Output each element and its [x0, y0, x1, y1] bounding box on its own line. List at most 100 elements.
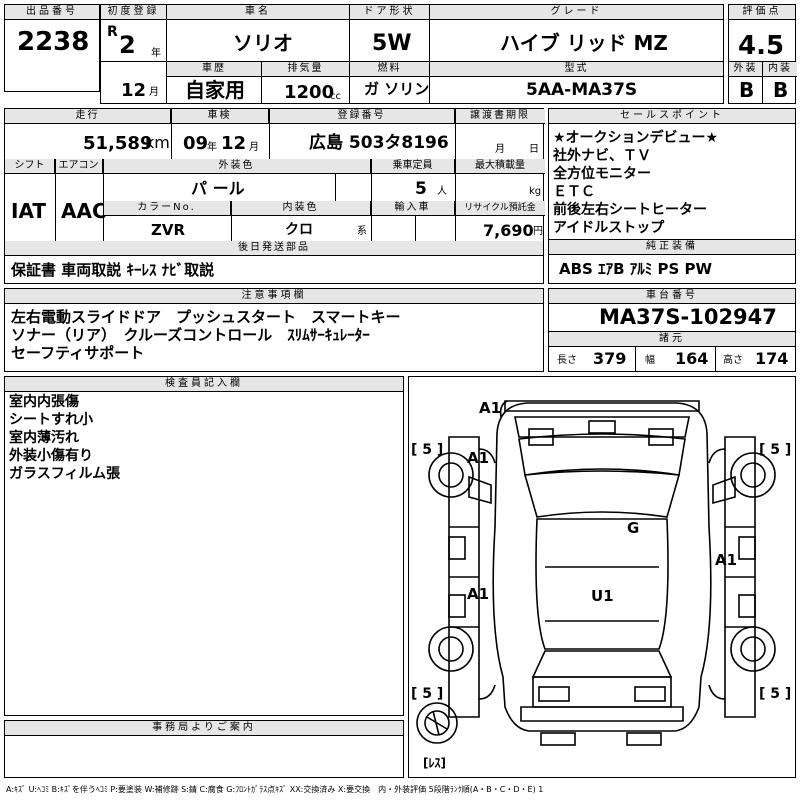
cc-label: 排気量 [262, 62, 349, 77]
transfer-month-unit: 月 [495, 144, 505, 155]
recycle-fee: 7,690 [483, 221, 534, 240]
colorno-label: カラーNo. [103, 201, 231, 216]
length-label: 長さ [557, 355, 577, 366]
damage-mark: A1 [467, 585, 490, 603]
score-box: 評価点 4.5 [728, 4, 796, 62]
notes: 左右電動スライドドア プッシュスタート スマートキー ソナー（リア） クルーズコ… [11, 308, 401, 362]
shift: IAT [11, 199, 47, 223]
fuel-label: 燃料 [350, 62, 429, 77]
inspect-month: 12 [221, 133, 247, 154]
equipment-label: 純正装備 [549, 240, 795, 255]
ext-int-box: 外装 内装 B B [728, 62, 797, 104]
office-box: 事務局よりご案内 [4, 720, 404, 778]
office-label: 事務局よりご案内 [5, 721, 403, 736]
tire-front-left: [ 5 ] [411, 442, 444, 458]
lot-box: 出品番号 2238 [4, 4, 100, 92]
transfer-day-unit: 日 [529, 144, 539, 155]
intcolor-label: 内装色 [231, 201, 371, 216]
notes-label: 注意事項欄 [5, 289, 543, 304]
inspect-year: 09 [183, 133, 209, 154]
capacity-label: 乗車定員 [371, 159, 455, 174]
width: 164 [675, 349, 709, 368]
shift-label: シフト [5, 159, 55, 174]
damage-mark: G [627, 519, 640, 537]
first-reg-box: 初度登録 R 2 年 [100, 4, 166, 62]
ext-int-divider [762, 62, 763, 103]
chassis-number: MA37S-102947 [599, 305, 777, 329]
cc-unit: cc [330, 91, 341, 102]
inspector-notes: 室内内張傷 シートすれ小 室内薄汚れ 外装小傷有り ガラスフィルム張 [9, 393, 120, 483]
inspector-line: シートすれ小 [9, 412, 93, 428]
equipment-box: 純正装備 ABS ｴｱB ｱﾙﾐ PS PW [548, 240, 796, 284]
ac-label: エアコン [55, 159, 103, 174]
history-box: 車歴 自家用 [166, 62, 262, 104]
first-reg-label: 初度登録 [101, 5, 166, 20]
later-parts-label: 後日発送部品 [5, 241, 543, 256]
inspector-line: 室内内張傷 [9, 394, 79, 410]
lot-label: 出品番号 [5, 5, 99, 20]
interior-color: クロ [285, 222, 313, 238]
mileage-label: 走行 [5, 109, 171, 124]
plate: 広島 503タ8196 [309, 133, 449, 153]
chassis-label: 車台番号 [549, 289, 795, 304]
reg-month-box: 12 月 [100, 62, 166, 104]
car-name-box: 車名 ソリオ [166, 4, 350, 62]
sales-point-item: ★オークションデビュー★ [553, 130, 719, 146]
dimensions-box: 諸元 長さ 379 幅 164 高さ 174 [548, 332, 796, 372]
import-label: 輸入車 [371, 201, 455, 216]
score-label: 評価点 [729, 5, 795, 20]
sales-point-item: 社外ナビ、ＴＶ [553, 148, 651, 164]
damage-mark: A1 [715, 551, 738, 569]
inspector-line: 外装小傷有り [9, 448, 93, 464]
color-number: ZVR [151, 221, 186, 239]
damage-mark: A1 [467, 449, 490, 467]
reg-year-unit: 年 [151, 48, 161, 59]
reg-era: R [107, 24, 118, 40]
grade-label: グレード [430, 5, 723, 20]
sales-point-label: セールスポイント [549, 109, 795, 124]
reg-year: 2 [119, 31, 136, 59]
grade: ハイブ リッド MZ [500, 31, 668, 55]
inspect-label: 車検 [171, 109, 269, 124]
door-label: ドア形状 [350, 5, 429, 20]
height-label: 高さ [723, 355, 743, 366]
tire-rear-left: [ 5 ] [411, 686, 444, 702]
car-outline [416, 400, 776, 746]
sales-point-item: アイドルストップ [553, 220, 665, 236]
capacity: 5 [415, 179, 427, 199]
capacity-unit: 人 [437, 186, 447, 197]
reg-month: 12 [121, 80, 147, 101]
inspector-label: 検査員記入欄 [5, 377, 403, 392]
sales-point-box: セールスポイント ★オークションデビュー★ 社外ナビ、ＴＶ 全方位モニター ＥＴ… [548, 108, 796, 240]
sales-point-item: 前後左右シートヒーター [553, 202, 707, 218]
note-line: ソナー（リア） クルーズコントロール ｽﾘﾑｻｰｷｭﾚｰﾀｰ [11, 326, 370, 344]
aircon: AAC [61, 199, 107, 223]
sales-point-item: ＥＴＣ [553, 184, 595, 200]
lot-number: 2238 [17, 27, 90, 57]
notes-box: 注意事項欄 左右電動スライドドア プッシュスタート スマートキー ソナー（リア）… [4, 288, 544, 372]
length: 379 [593, 349, 627, 368]
later-parts: 保証書 車両取説 ｷｰﾚｽ ﾅﾋﾞ取説 [11, 261, 215, 279]
fuel: ガ ソリン [364, 80, 430, 98]
spare-tire-label: [ﾚｽ] [423, 756, 446, 770]
inspector-box: 検査員記入欄 室内内張傷 シートすれ小 室内薄汚れ 外装小傷有り ガラスフィルム… [4, 376, 404, 716]
damage-legend: A:ｷｽﾞ U:ﾍｺﾐ B:ｷｽﾞを伴うﾍｺﾐ P:要塗装 W:補修跡 S:錆 … [6, 785, 544, 794]
ext-grade: B [739, 78, 755, 102]
spec-panel: 走行 車検 登録番号 譲渡書期限 51,589 km 09 年 12 月 広島 … [4, 108, 545, 284]
sales-point-item: 全方位モニター [553, 166, 651, 182]
width-label: 幅 [645, 355, 655, 366]
displacement: 1200 [284, 82, 335, 103]
history-label: 車歴 [167, 62, 261, 77]
model-label: 型式 [430, 62, 723, 77]
color-label: 外装色 [103, 159, 371, 174]
tire-rear-right: [ 5 ] [759, 686, 792, 702]
door-type: 5W [372, 31, 412, 56]
intcolor-unit: 系 [357, 226, 367, 237]
equipment: ABS ｴｱB ｱﾙﾐ PS PW [559, 260, 713, 278]
fuel-box: 燃料 ガ ソリン [350, 62, 430, 104]
cc-box: 排気量 1200 cc [262, 62, 350, 104]
chassis-box: 車台番号 MA37S-102947 [548, 288, 796, 332]
plate-label: 登録番号 [269, 109, 455, 124]
dimensions-label: 諸元 [549, 332, 795, 347]
inspector-line: ガラスフィルム張 [9, 466, 121, 482]
